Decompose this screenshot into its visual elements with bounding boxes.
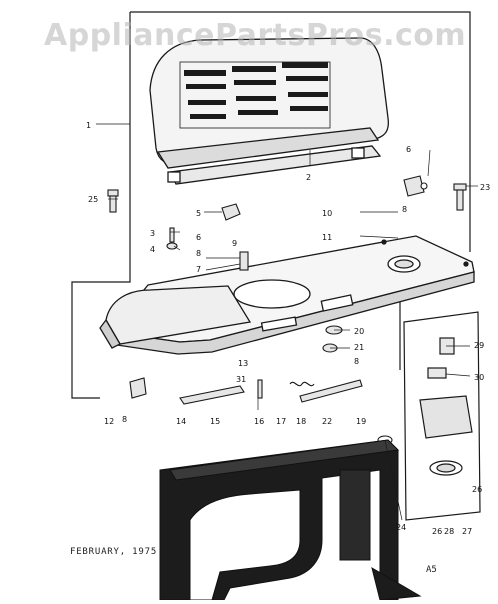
callout-18: 18 <box>296 417 306 426</box>
bed-flap <box>99 285 252 349</box>
callout-19: 19 <box>356 417 366 426</box>
callout-28: 28 <box>444 527 454 536</box>
callout-8a: 8 <box>196 249 201 258</box>
callout-21: 21 <box>354 343 364 352</box>
callout-5: 5 <box>196 209 201 218</box>
callout-8b: 8 <box>402 205 407 214</box>
callout-26b: 26 <box>432 527 442 536</box>
footer-page-number: A5 <box>426 565 437 575</box>
callout-22: 22 <box>322 417 332 426</box>
callout-8d: 8 <box>354 357 359 366</box>
callout-8c: 8 <box>122 415 127 424</box>
callout-27: 27 <box>462 527 472 536</box>
callout-29: 29 <box>474 341 484 350</box>
callout-labels: 1 2 3 4 5 6 6 7 8 8 8 8 9 10 11 12 13 14… <box>86 121 490 536</box>
callout-20: 20 <box>354 327 364 336</box>
callout-26a: 26 <box>472 485 482 494</box>
callout-13: 13 <box>238 359 248 368</box>
leader-lines <box>96 123 478 521</box>
callout-10: 10 <box>322 209 332 218</box>
callout-25: 25 <box>88 195 98 204</box>
callout-6a: 6 <box>406 145 411 154</box>
callout-2: 2 <box>306 173 311 182</box>
callout-15: 15 <box>210 417 220 426</box>
bobbin-assembly <box>403 311 481 521</box>
callout-3: 3 <box>150 229 155 238</box>
callout-6b: 6 <box>196 233 201 242</box>
callout-17: 17 <box>276 417 286 426</box>
callout-14: 14 <box>176 417 186 426</box>
callout-9: 9 <box>232 239 237 248</box>
footer-date: FEBRUARY, 1975 <box>70 547 158 557</box>
callout-7: 7 <box>196 265 201 274</box>
callout-31: 31 <box>236 375 246 384</box>
callout-11: 11 <box>322 233 332 242</box>
callout-4: 4 <box>150 245 155 254</box>
callout-1: 1 <box>86 121 91 130</box>
small-parts <box>107 175 467 445</box>
assembly-outline <box>71 11 471 399</box>
dial-panel <box>149 37 390 185</box>
callout-30: 30 <box>474 373 484 382</box>
callout-24: 24 <box>396 523 406 532</box>
machine-body <box>159 439 422 601</box>
callout-23: 23 <box>480 183 490 192</box>
callout-12: 12 <box>104 417 114 426</box>
callout-16: 16 <box>254 417 264 426</box>
